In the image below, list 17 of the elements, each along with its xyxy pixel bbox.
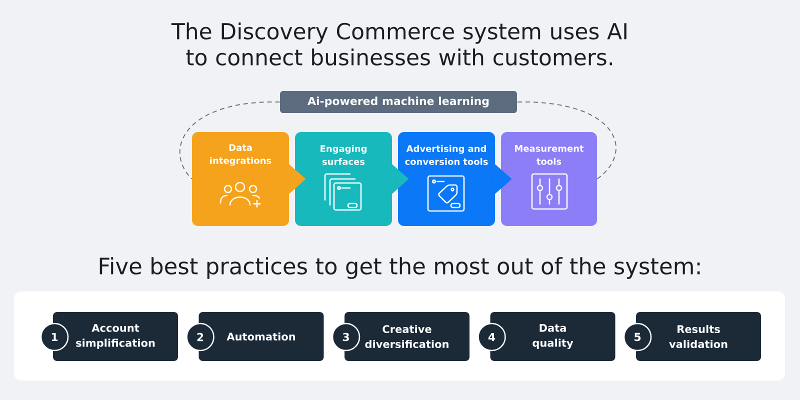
title: The Discovery Commerce system uses AI to connect businesses with customers. bbox=[171, 22, 626, 66]
process-box: Engaging surfaces bbox=[295, 132, 392, 226]
node-label: Results validation bbox=[669, 324, 728, 348]
step-number: 3 bbox=[332, 322, 360, 352]
dashed-loop-line bbox=[516, 102, 616, 180]
node-label: Account simplification bbox=[76, 324, 155, 349]
process-box: Advertising and conversion tools bbox=[398, 132, 495, 226]
banner: Ai-powered machine learning bbox=[280, 91, 517, 113]
dashed-loop-line bbox=[179, 102, 280, 180]
step-number: 1 bbox=[40, 322, 69, 352]
process-box: Measurement tools bbox=[501, 132, 597, 226]
node-label: Creative diversification bbox=[365, 324, 448, 348]
process-box: Data integrations bbox=[192, 132, 289, 226]
step-number: 2 bbox=[186, 322, 214, 352]
step-number: 4 bbox=[478, 322, 506, 352]
heading: Five best practices to get the most out of the system: bbox=[100, 257, 700, 279]
step-number: 5 bbox=[623, 322, 652, 352]
